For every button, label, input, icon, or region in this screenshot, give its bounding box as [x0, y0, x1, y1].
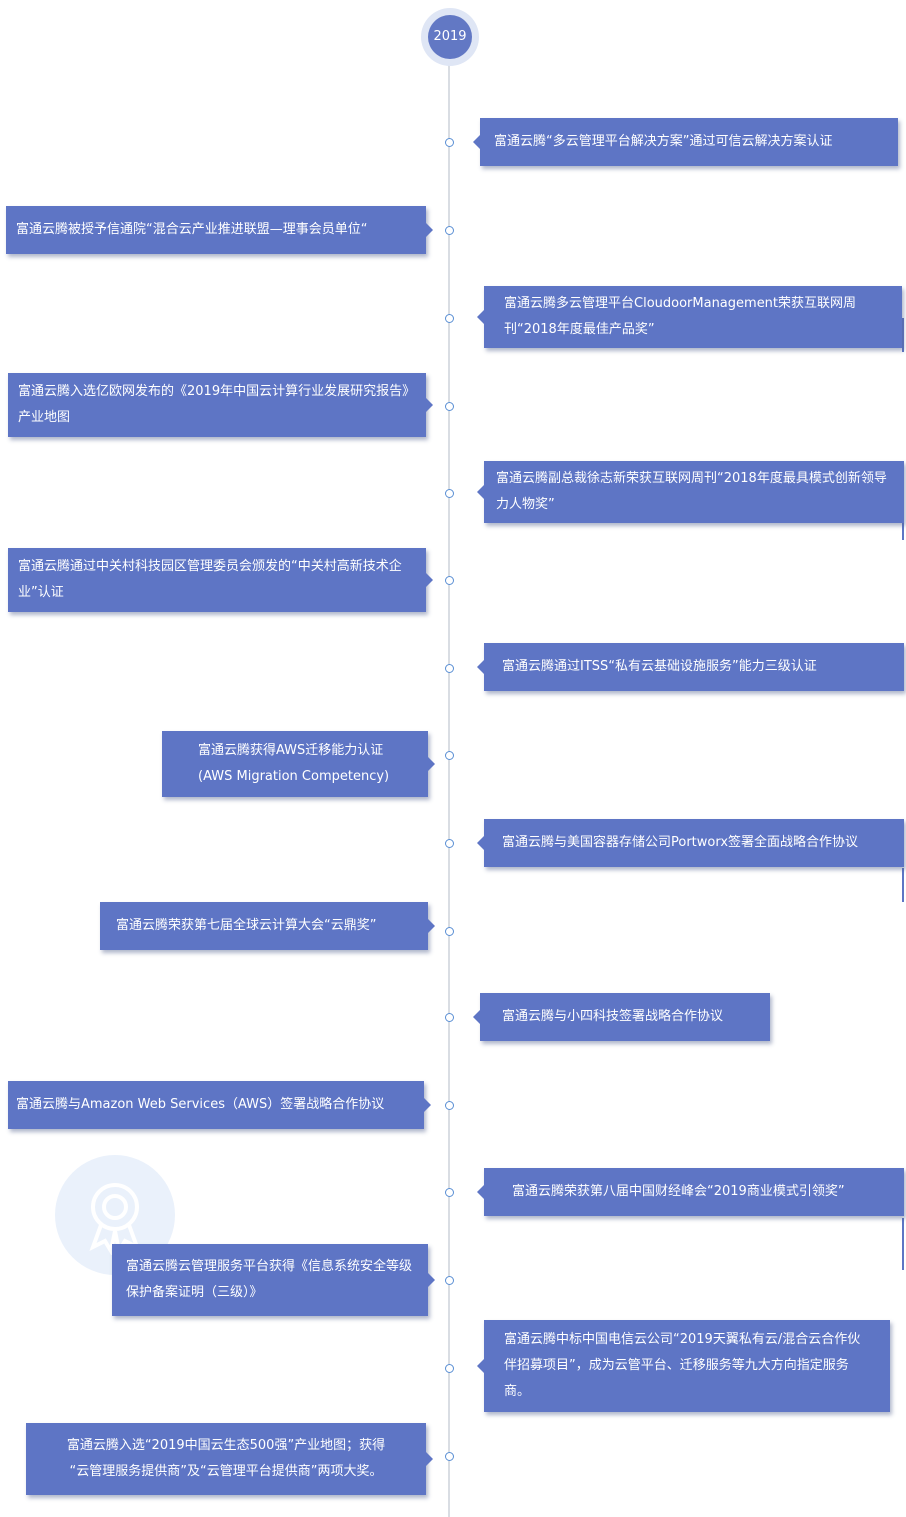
- timeline-dot: [445, 1188, 454, 1197]
- timeline-dot: [445, 1013, 454, 1022]
- event-text: 富通云腾荣获第八届中国财经峰会“2019商业模式引领奖”: [512, 1184, 845, 1199]
- event-card: 富通云腾入选亿欧网发布的《2019年中国云计算行业发展研究报告》产业地图: [8, 373, 433, 437]
- event-text: 富通云腾中标中国电信云公司“2019天翼私有云/混合云合作伙伴招募项目”，成为云…: [504, 1332, 861, 1399]
- timeline-dot: [445, 489, 454, 498]
- edge-accent: [902, 318, 904, 352]
- timeline-dot: [445, 1452, 454, 1461]
- event-text: 富通云腾通过ITSS“私有云基础设施服务”能力三级认证: [502, 659, 817, 674]
- timeline-dot: [445, 1101, 454, 1110]
- event-card: 富通云腾多云管理平台CloudoorManagement荣获互联网周刊“2018…: [477, 286, 902, 348]
- event-text: 富通云腾获得AWS迁移能力认证: [198, 743, 384, 758]
- event-text: 富通云腾与美国容器存储公司Portworx签署全面战略合作协议: [502, 835, 859, 850]
- event-text: 富通云腾“多云管理平台解决方案”通过可信云解决方案认证: [494, 134, 833, 149]
- event-card: 富通云腾副总裁徐志新荣获互联网周刊“2018年度最具模式创新领导力人物奖”: [477, 461, 904, 523]
- event-text: 富通云腾入选亿欧网发布的《2019年中国云计算行业发展研究报告》产业地图: [18, 384, 416, 425]
- event-text-sub: “云管理服务提供商”及“云管理平台提供商”两项大奖。: [69, 1464, 383, 1479]
- timeline-dot: [445, 751, 454, 760]
- event-card: 富通云腾与美国容器存储公司Portworx签署全面战略合作协议: [477, 819, 904, 867]
- edge-accent: [902, 868, 904, 902]
- event-card: 富通云腾云管理服务平台获得《信息系统安全等级保护备案证明（三级）》: [112, 1244, 435, 1316]
- year-label: 2019: [428, 15, 472, 59]
- event-text: 富通云腾与小四科技签署战略合作协议: [502, 1009, 724, 1024]
- event-card: 富通云腾获得AWS迁移能力认证 (AWS Migration Competenc…: [162, 731, 435, 797]
- event-card: 富通云腾中标中国电信云公司“2019天翼私有云/混合云合作伙伴招募项目”，成为云…: [477, 1320, 890, 1412]
- event-text: 富通云腾被授予信通院“混合云产业推进联盟—理事会员单位“: [16, 222, 368, 237]
- timeline-dot: [445, 138, 454, 147]
- timeline-dot: [445, 314, 454, 323]
- timeline-dot: [445, 402, 454, 411]
- event-text: 富通云腾多云管理平台CloudoorManagement荣获互联网周刊“2018…: [504, 296, 857, 337]
- event-card: 富通云腾荣获第八届中国财经峰会“2019商业模式引领奖”: [477, 1168, 904, 1216]
- timeline-dot: [445, 1276, 454, 1285]
- event-card: 富通云腾与Amazon Web Services（AWS）签署战略合作协议: [8, 1081, 431, 1129]
- event-text: 富通云腾入选“2019中国云生态500强”产业地图；获得: [66, 1438, 386, 1453]
- timeline-dot: [445, 226, 454, 235]
- edge-accent: [902, 1218, 904, 1270]
- event-card: 富通云腾荣获第七届全球云计算大会“云鼎奖”: [100, 902, 435, 950]
- event-card: 富通云腾入选“2019中国云生态500强”产业地图；获得 “云管理服务提供商”及…: [26, 1423, 433, 1495]
- award-icon: [89, 1183, 141, 1255]
- timeline-dot: [445, 576, 454, 585]
- event-text: 富通云腾荣获第七届全球云计算大会“云鼎奖”: [116, 918, 377, 933]
- timeline-dot: [445, 927, 454, 936]
- timeline-dot: [445, 1364, 454, 1373]
- event-text: 富通云腾云管理服务平台获得《信息系统安全等级保护备案证明（三级）》: [126, 1259, 413, 1300]
- event-card: 富通云腾与小四科技签署战略合作协议: [473, 993, 770, 1041]
- event-card: 富通云腾被授予信通院“混合云产业推进联盟—理事会员单位“: [6, 206, 433, 254]
- event-card: 富通云腾“多云管理平台解决方案”通过可信云解决方案认证: [473, 118, 898, 166]
- event-card: 富通云腾通过ITSS“私有云基础设施服务”能力三级认证: [477, 643, 904, 691]
- event-text: 富通云腾副总裁徐志新荣获互联网周刊“2018年度最具模式创新领导力人物奖”: [496, 471, 887, 512]
- timeline-dot: [445, 664, 454, 673]
- event-text: 富通云腾通过中关村科技园区管理委员会颁发的“中关村高新技术企业”认证: [18, 559, 402, 600]
- event-text-sub: (AWS Migration Competency): [198, 769, 390, 784]
- event-card: 富通云腾通过中关村科技园区管理委员会颁发的“中关村高新技术企业”认证: [8, 548, 433, 612]
- event-text: 富通云腾与Amazon Web Services（AWS）签署战略合作协议: [16, 1097, 385, 1112]
- timeline-dot: [445, 839, 454, 848]
- year-badge: 2019: [421, 8, 479, 66]
- timeline-axis: [448, 50, 450, 1517]
